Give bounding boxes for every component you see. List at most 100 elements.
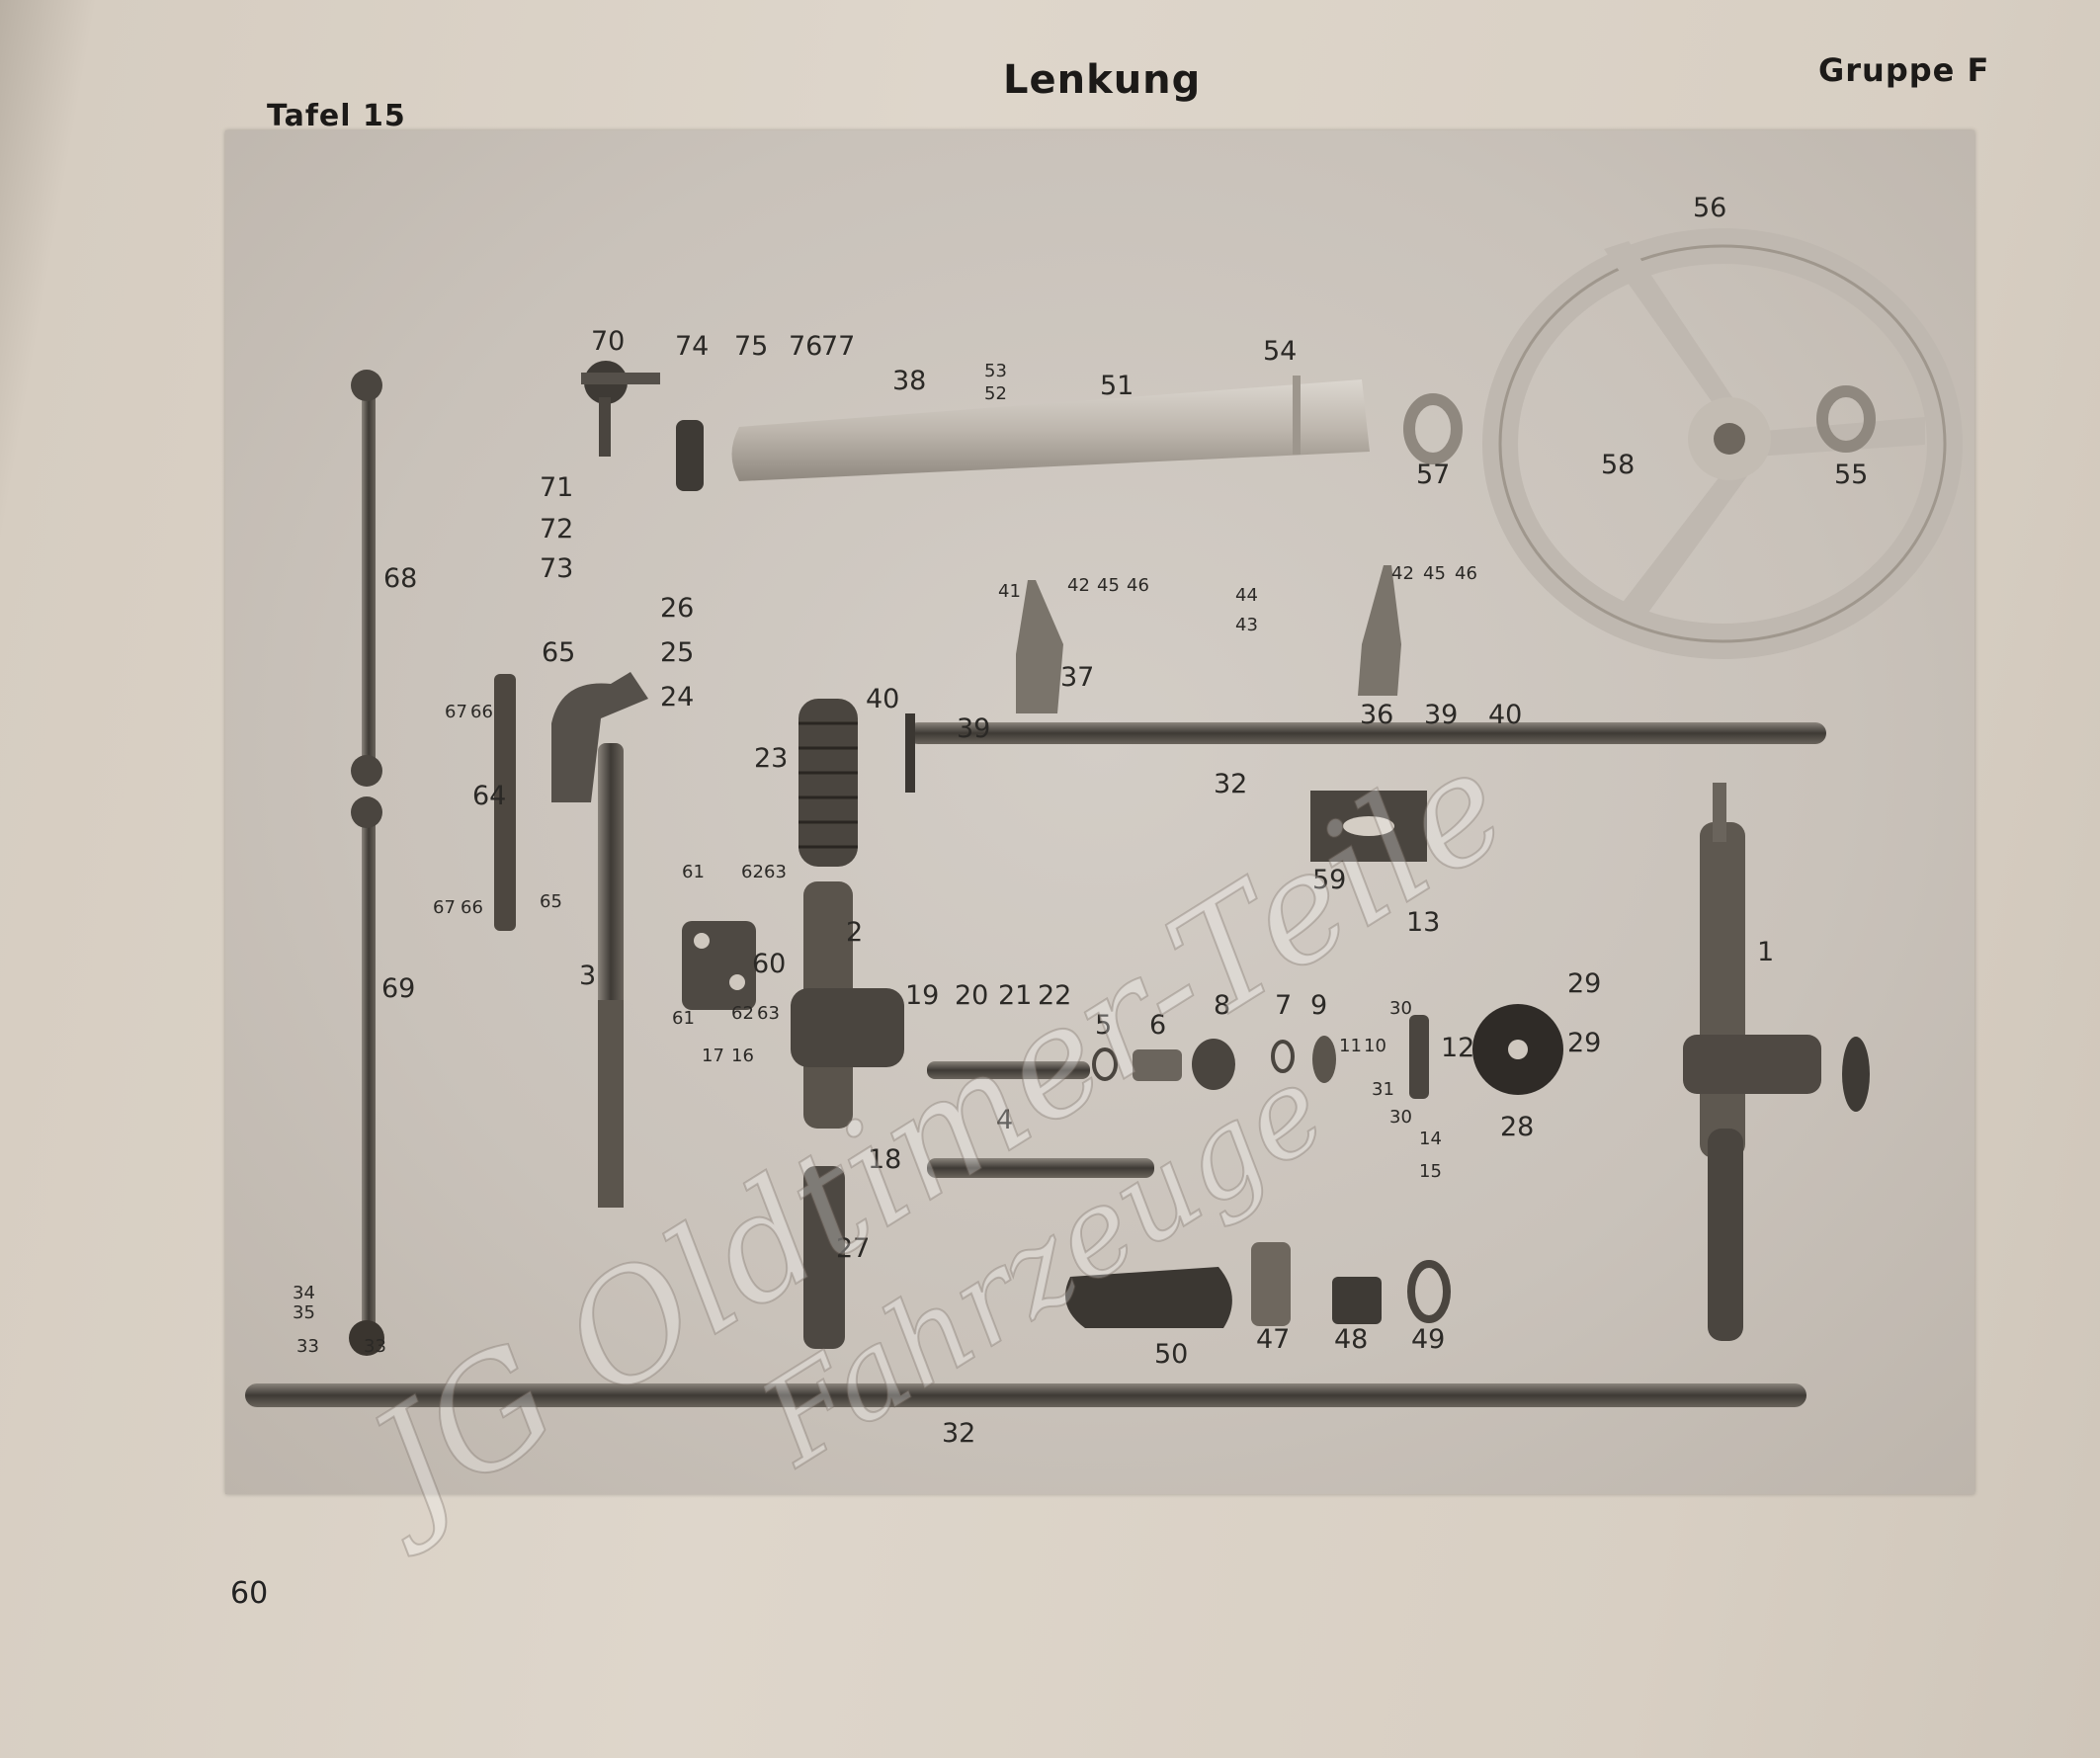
callout-74: 74 xyxy=(675,331,710,362)
callout-32-lower: 32 xyxy=(942,1418,976,1449)
ring-5 xyxy=(1092,1047,1118,1081)
callout-44: 44 xyxy=(1235,585,1258,606)
callout-33-right: 33 xyxy=(364,1336,386,1357)
callout-17: 17 xyxy=(702,1046,724,1066)
callout-18: 18 xyxy=(868,1144,902,1175)
shaft-4-lower xyxy=(927,1158,1154,1178)
callout-65-top: 65 xyxy=(542,637,576,668)
ring-55 xyxy=(1816,385,1876,453)
tie-rod-68 xyxy=(351,370,382,787)
callout-27: 27 xyxy=(836,1233,871,1264)
lever-37 xyxy=(1016,580,1063,713)
callout-2: 2 xyxy=(846,917,864,948)
callout-61-bottom: 61 xyxy=(672,1008,695,1029)
callout-29-top: 29 xyxy=(1567,968,1602,999)
callout-5: 5 xyxy=(1095,1010,1113,1041)
cover-50 xyxy=(1065,1267,1232,1328)
callout-50: 50 xyxy=(1154,1339,1189,1370)
bolt-47 xyxy=(1251,1242,1291,1326)
callout-55: 55 xyxy=(1834,460,1869,490)
callout-30-top: 30 xyxy=(1389,998,1412,1019)
callout-43: 43 xyxy=(1235,615,1258,635)
shaft-4-upper xyxy=(927,1061,1090,1079)
callout-71: 71 xyxy=(540,472,574,503)
callout-23: 23 xyxy=(754,743,789,774)
callout-40-right: 40 xyxy=(1488,700,1523,730)
callout-61-top: 61 xyxy=(682,862,705,882)
callout-7: 7 xyxy=(1275,990,1293,1021)
callout-52: 52 xyxy=(984,383,1007,404)
callout-12: 12 xyxy=(1441,1033,1475,1063)
callout-40-left: 40 xyxy=(866,684,900,714)
callout-13: 13 xyxy=(1406,907,1441,938)
callout-21: 21 xyxy=(998,980,1033,1011)
callout-70: 70 xyxy=(591,326,626,357)
callout-22: 22 xyxy=(1038,980,1072,1011)
callout-66-bottom: 66 xyxy=(461,897,483,918)
callout-59: 59 xyxy=(1312,865,1347,895)
callout-38: 38 xyxy=(892,366,927,396)
callout-67-top: 67 xyxy=(445,702,467,722)
bushing-6 xyxy=(1133,1049,1182,1081)
callout-54: 54 xyxy=(1263,336,1298,367)
sleeve-27 xyxy=(803,1166,845,1349)
ring-49 xyxy=(1407,1260,1451,1323)
clamp-block-60 xyxy=(682,921,756,1010)
washer-7 xyxy=(1271,1040,1295,1073)
callout-76: 76 xyxy=(789,331,823,362)
steering-column-1 xyxy=(1683,783,1870,1341)
callout-24: 24 xyxy=(660,682,695,712)
callout-46-right: 46 xyxy=(1455,563,1477,584)
callout-35: 35 xyxy=(293,1302,315,1323)
callout-53: 53 xyxy=(984,361,1007,381)
shaft-32-lower xyxy=(245,1383,1806,1407)
callout-28: 28 xyxy=(1500,1112,1535,1142)
callout-63-bottom: 63 xyxy=(757,1003,780,1024)
worm-shaft-3 xyxy=(598,743,624,1208)
callout-19: 19 xyxy=(905,980,940,1011)
callout-34: 34 xyxy=(293,1283,315,1303)
callout-32-upper: 32 xyxy=(1214,769,1248,799)
bushing-48 xyxy=(1332,1277,1382,1324)
callout-45-left: 45 xyxy=(1097,575,1120,596)
callout-57: 57 xyxy=(1416,460,1451,490)
drop-arm-64 xyxy=(494,674,516,931)
plate-9 xyxy=(1312,1036,1336,1083)
bracket-24 xyxy=(551,672,648,802)
callout-25: 25 xyxy=(660,637,695,668)
lever-36 xyxy=(1358,565,1401,696)
callout-39-right: 39 xyxy=(1424,700,1459,730)
callout-16: 16 xyxy=(731,1046,754,1066)
steering-housing-2 xyxy=(791,881,904,1129)
callout-75: 75 xyxy=(734,331,769,362)
callout-62-top: 62 xyxy=(741,862,764,882)
callout-8: 8 xyxy=(1214,990,1231,1021)
callout-60: 60 xyxy=(752,949,787,979)
exploded-parts-diagram: 56 54 51 53 52 38 70 74 75 76 77 57 58 5… xyxy=(225,130,1974,1552)
disc-28 xyxy=(1472,1004,1563,1095)
callout-49: 49 xyxy=(1411,1324,1446,1355)
callout-6: 6 xyxy=(1149,1010,1167,1041)
callout-15: 15 xyxy=(1419,1161,1442,1182)
tie-rod-69 xyxy=(349,796,384,1356)
steering-wheel-56 xyxy=(1482,228,1963,659)
callout-26: 26 xyxy=(660,593,695,624)
callout-72: 72 xyxy=(540,514,574,544)
callout-41: 41 xyxy=(998,581,1021,602)
callout-47: 47 xyxy=(1256,1324,1291,1355)
shaft-32-upper xyxy=(905,713,1826,793)
callout-42-left: 42 xyxy=(1067,575,1090,596)
page-number: 60 xyxy=(230,1576,269,1611)
callout-4: 4 xyxy=(996,1105,1014,1135)
callout-58: 58 xyxy=(1601,450,1636,480)
callout-31: 31 xyxy=(1372,1079,1394,1100)
callout-62-bottom: 62 xyxy=(731,1003,754,1024)
bracket-12 xyxy=(1409,1015,1429,1099)
callout-66-top: 66 xyxy=(470,702,493,722)
callout-69: 69 xyxy=(381,973,416,1004)
group-label: Gruppe F xyxy=(1818,51,1990,89)
callout-56: 56 xyxy=(1693,193,1727,223)
callout-42-right: 42 xyxy=(1391,563,1414,584)
callout-11: 11 xyxy=(1339,1036,1362,1056)
